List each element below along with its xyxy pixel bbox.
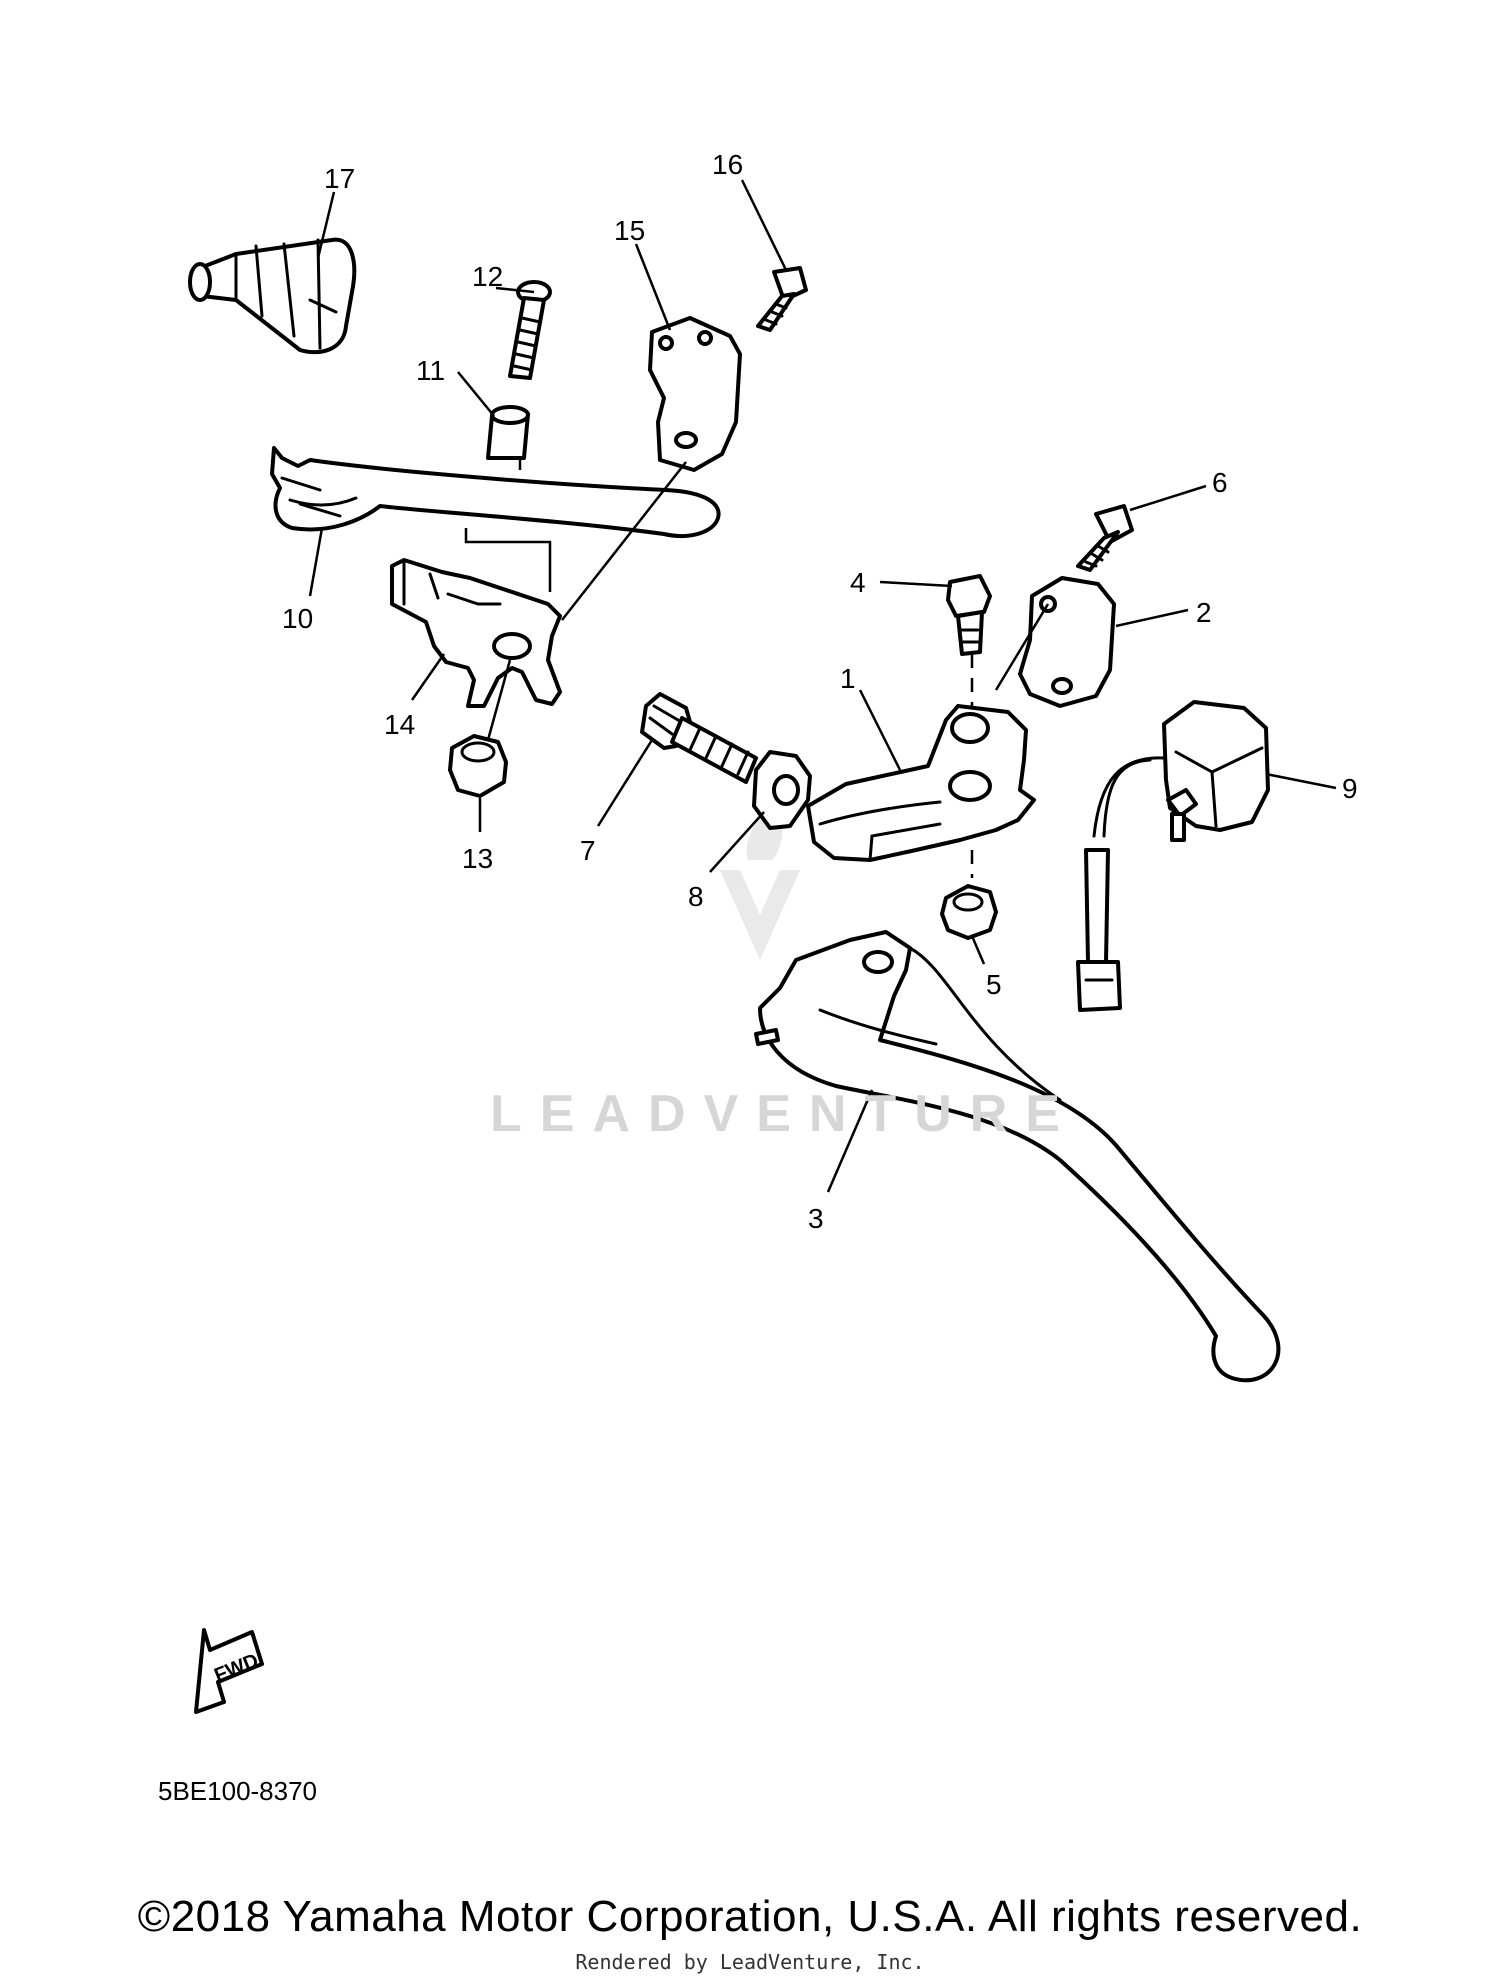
callout-labels: 1 2 3 4 5 6 7 8 9 10 11 12 13 14 15 16 1…: [282, 149, 1358, 1234]
callout-5: 5: [986, 969, 1002, 1000]
callout-9: 9: [1342, 773, 1358, 804]
diagram-id: 5BE100-8370: [158, 1776, 317, 1806]
callout-3: 3: [808, 1203, 824, 1234]
rendered-by-notice: Rendered by LeadVenture, Inc.: [575, 1950, 925, 1974]
copyright-notice: ©2018 Yamaha Motor Corporation, U.S.A. A…: [137, 1892, 1363, 1941]
callout-13: 13: [462, 843, 493, 874]
part-12-screw[interactable]: [508, 280, 552, 380]
callout-2: 2: [1196, 597, 1212, 628]
part-3-brake-lever[interactable]: [754, 930, 1281, 1383]
part-13-nut[interactable]: [448, 734, 508, 798]
part-7-adjuster-bolt[interactable]: [640, 692, 758, 784]
part-1-lever-holder[interactable]: [806, 704, 1036, 862]
callout-17: 17: [324, 163, 355, 194]
part-6-screw[interactable]: [1076, 504, 1134, 572]
part-2-clamp[interactable]: [1018, 576, 1116, 708]
part-8-locknut[interactable]: [752, 750, 812, 830]
callout-10: 10: [282, 603, 313, 634]
part-5-nut[interactable]: [940, 884, 998, 940]
assembly-guides: [464, 458, 687, 741]
part-10-clutch-lever[interactable]: [270, 446, 721, 539]
part-17-grip-boot[interactable]: [188, 237, 357, 355]
fwd-arrow-icon: FWD: [194, 1628, 264, 1714]
callout-1: 1: [840, 663, 856, 694]
callout-14: 14: [384, 709, 415, 740]
callout-11: 11: [416, 355, 445, 386]
part-9-switch[interactable]: [1076, 700, 1270, 1012]
part-14-lever-holder[interactable]: [390, 558, 562, 708]
callout-16: 16: [712, 149, 743, 180]
callout-12: 12: [472, 261, 503, 292]
callout-6: 6: [1212, 467, 1228, 498]
callout-8: 8: [688, 881, 704, 912]
callout-4: 4: [850, 567, 866, 598]
callout-15: 15: [614, 215, 645, 246]
callout-leaders: [308, 179, 1337, 1193]
part-15-clamp[interactable]: [648, 316, 742, 472]
watermark-text: LEADVENTURE: [490, 1085, 1079, 1143]
callout-7: 7: [580, 835, 596, 866]
part-16-screw[interactable]: [756, 266, 808, 332]
